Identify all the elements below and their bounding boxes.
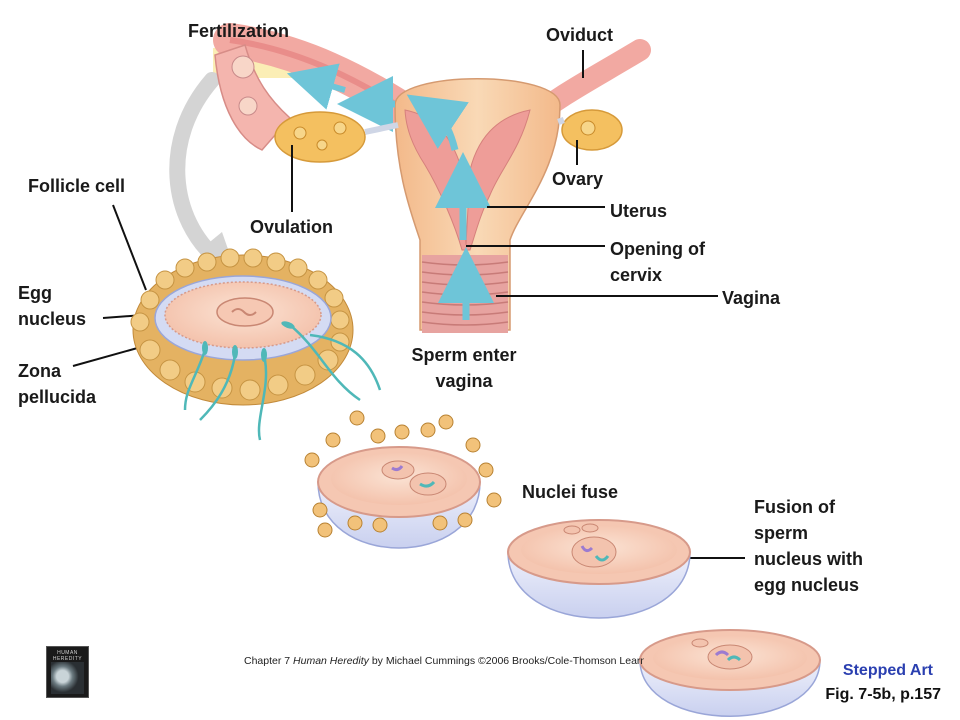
label-opening-line2: cervix — [610, 265, 663, 285]
label-opening-of-cervix: Opening of cervix — [610, 236, 705, 288]
caption-prefix: Chapter 7 — [244, 655, 294, 667]
egg-in-oviduct-2 — [238, 96, 258, 116]
label-fusion-line2: sperm — [754, 523, 809, 543]
label-uterus: Uterus — [610, 201, 668, 221]
label-zona-line1: Zona — [18, 361, 61, 381]
curved-gray-arrow — [169, 72, 226, 268]
caption-book-title: Human Heredity — [293, 655, 369, 667]
caption-suffix: by Michael Cummings ©2006 Brooks/Cole-Th… — [368, 655, 644, 667]
label-nuclei-fuse: Nuclei fuse — [522, 482, 619, 502]
label-opening-line1: Opening of — [610, 239, 705, 259]
label-sperm-line2: vagina — [435, 371, 493, 391]
sperm-path-arrow-3 — [406, 94, 469, 151]
sperm-cells — [183, 324, 382, 441]
label-fertilization: Fertilization — [188, 21, 290, 41]
label-ovary: Ovary — [552, 169, 604, 189]
label-zona-line2: pellucida — [18, 387, 97, 407]
label-oviduct: Oviduct — [546, 25, 614, 45]
label-follicle-cell: Follicle cell — [28, 176, 126, 196]
left-ovary — [274, 111, 366, 163]
label-sperm-enter-vagina: Sperm enter vagina — [398, 342, 530, 394]
label-ovulation: Ovulation — [250, 217, 334, 237]
label-fusion-of-nuclei: Fusion of sperm nucleus with egg nucleus — [754, 494, 863, 598]
label-fusion-line4: egg nucleus — [754, 575, 860, 595]
figure-reference: Fig. 7-5b, p.157 — [825, 686, 941, 703]
chapter-caption: Chapter 7 Human Heredity by Michael Cumm… — [244, 655, 644, 667]
label-fusion-line1: Fusion of — [754, 497, 835, 517]
egg-in-oviduct-1 — [231, 55, 255, 79]
label-fusion-line3: nucleus with — [754, 549, 864, 569]
label-egg-line1: Egg — [18, 283, 52, 303]
sperm-path-arrow-5 — [286, 63, 346, 110]
label-zona-pellucida: Zona pellucida — [18, 358, 96, 410]
egg-stage-zygote — [639, 629, 821, 717]
egg-stage-fertilized — [304, 410, 502, 549]
book-cover-image — [51, 662, 84, 694]
label-egg-line2: nucleus — [18, 309, 87, 329]
label-vagina: Vagina — [722, 288, 781, 308]
egg-with-follicle — [130, 248, 382, 441]
book-cover-title: HUMAN HEREDITY — [52, 650, 83, 662]
label-sperm-line1: Sperm enter — [411, 345, 517, 365]
book-cover-thumbnail: HUMAN HEREDITY — [46, 646, 89, 698]
stepped-art-label: Stepped Art — [842, 662, 933, 679]
egg-stage-fusing — [507, 519, 691, 619]
uterus-illustration — [213, 23, 651, 333]
label-egg-nucleus: Egg nucleus — [18, 280, 86, 332]
